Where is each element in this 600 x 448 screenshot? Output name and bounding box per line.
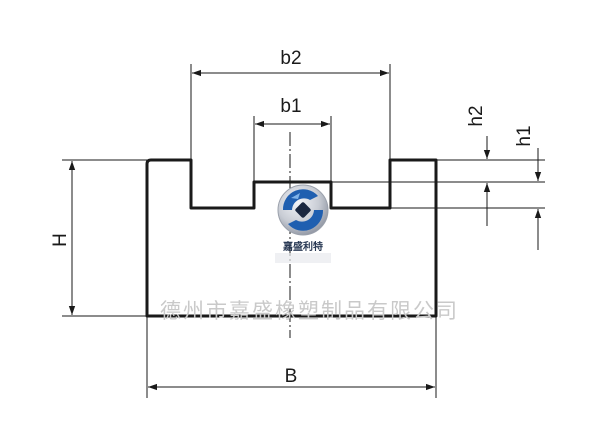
logo-text: 嘉盛利特 [282, 240, 323, 253]
dimension-h2: h2 [466, 105, 491, 226]
dimension-label-h2: h2 [466, 105, 487, 126]
company-logo: 嘉盛利特 [275, 184, 331, 263]
watermark-text: 德州市嘉盛橡塑制品有限公司 [160, 299, 459, 323]
dimension-label-h1: h1 [514, 125, 535, 146]
dimension-label-b2: b2 [280, 48, 301, 69]
dimension-label-b1: b1 [280, 96, 301, 117]
dimension-h1: h1 [514, 125, 542, 250]
dimension-b1: b1 [253, 96, 332, 182]
company-logo-icon [277, 184, 329, 236]
profile-outline [145, 158, 438, 318]
dimension-H: H [50, 159, 147, 317]
dimension-label-H: H [50, 233, 71, 247]
dimension-b2: b2 [190, 48, 391, 160]
logo-reflection [275, 253, 331, 263]
dimension-label-B: B [285, 366, 298, 387]
dimension-B: B [146, 316, 437, 398]
